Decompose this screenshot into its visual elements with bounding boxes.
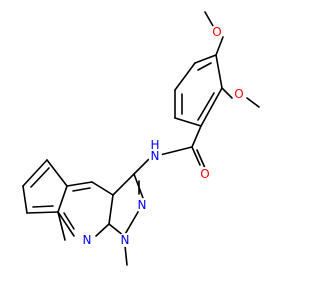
amide-nitrogen-label: N xyxy=(151,149,160,163)
oxygen-label-lower: O xyxy=(234,87,243,101)
amide-hydrogen-label: H xyxy=(150,138,159,152)
pyrazole-nitrogen-1-label: N xyxy=(121,233,130,247)
quinoline-nitrogen-label: N xyxy=(83,233,92,247)
quinoline-nitrogen-atom: N xyxy=(80,233,94,247)
carbonyl-oxygen-atom: O xyxy=(198,167,212,181)
amide-nitrogen-atom: N H xyxy=(148,138,162,163)
oxygen-atom-lower: O xyxy=(232,87,246,101)
pyrazole-nitrogen-1-atom: N xyxy=(118,233,132,247)
oxygen-label-upper: O xyxy=(212,25,221,39)
atom-labels: O O O N H N N N xyxy=(80,25,246,247)
pyrazole-nitrogen-2-atom: N xyxy=(135,198,149,212)
pyrazole-nitrogen-2-label: N xyxy=(138,198,147,212)
chemical-structure: O O O N H N N N xyxy=(22,11,260,266)
bond-lines xyxy=(22,11,260,266)
oxygen-atom-upper: O xyxy=(210,25,224,39)
carbonyl-oxygen-label: O xyxy=(200,167,209,181)
